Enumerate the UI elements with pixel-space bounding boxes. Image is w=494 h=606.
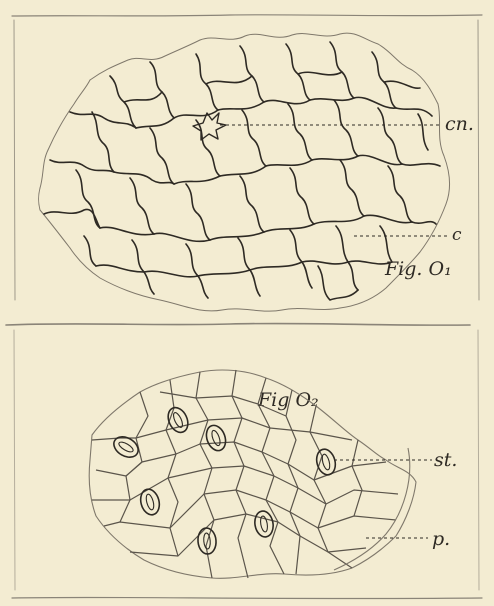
fig-o2-arc-cell xyxy=(334,448,410,570)
fig-o2-cell-walls xyxy=(92,370,398,578)
plate-frame xyxy=(6,15,482,599)
fig-o2-outline xyxy=(89,370,416,578)
label-p: p. xyxy=(432,528,450,550)
panel-divider xyxy=(6,323,470,325)
fig-o2-annotations xyxy=(334,460,432,538)
stoma xyxy=(164,404,191,435)
stoma xyxy=(138,487,162,517)
label-st: st. xyxy=(434,449,457,471)
fig-o1-stellate-cell xyxy=(193,113,226,140)
stoma xyxy=(253,510,275,539)
fig-o1-caption: Fig. O₁ xyxy=(384,258,452,280)
fig-o1-cell-walls xyxy=(44,42,440,300)
fig-o1-annotations xyxy=(220,125,448,236)
fig-o2-drawing xyxy=(89,370,416,578)
label-cn: cn. xyxy=(445,113,474,135)
label-c: c xyxy=(452,225,462,245)
stoma xyxy=(203,423,229,454)
fig-o2-stomata xyxy=(110,404,338,554)
